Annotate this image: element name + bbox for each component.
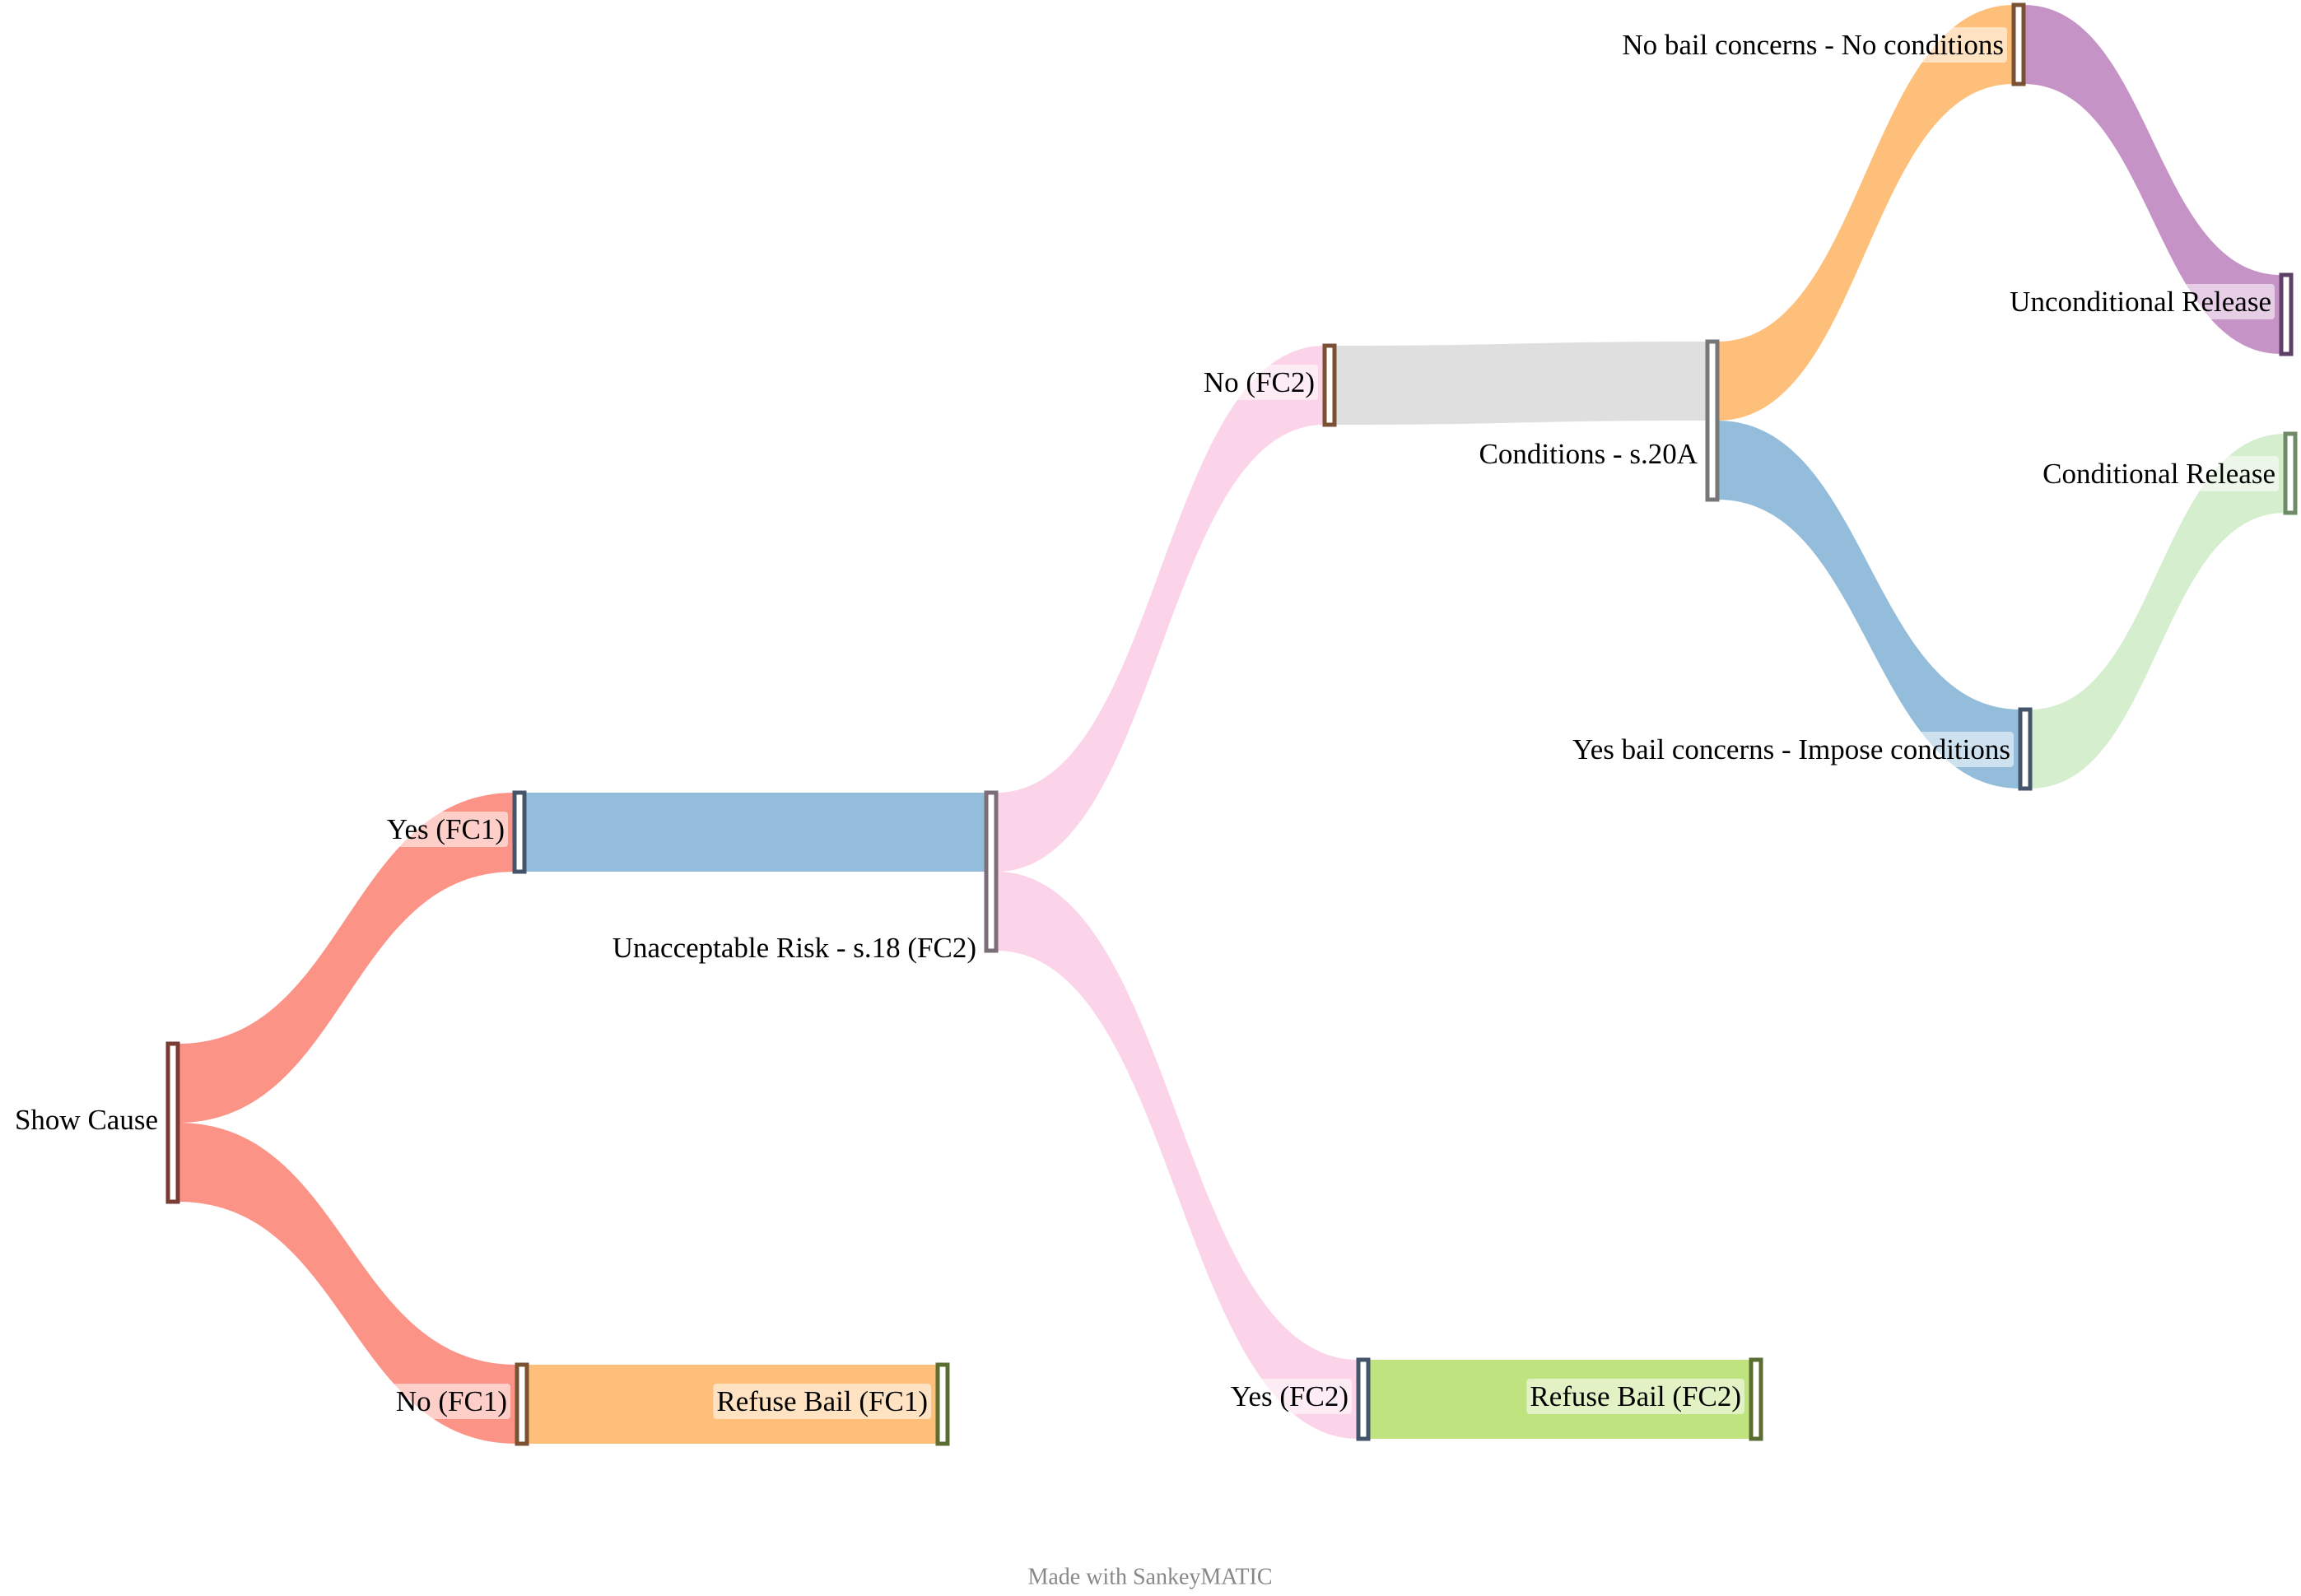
flow-no_bail-to-uncond: [2024, 5, 2281, 354]
node-bar-yes_fc1: [512, 790, 527, 874]
flow-conditions-to-no_bail: [1717, 5, 2014, 421]
node-refuse_fc1: [935, 1362, 950, 1446]
node-label-conditions: Conditions - s.20A: [1479, 438, 1698, 470]
node-cond: [2283, 431, 2298, 515]
node-bar-refuse_fc2: [1749, 1357, 1763, 1441]
node-label-yes_bail: Yes bail concerns - Impose conditions: [1572, 733, 2010, 765]
node-label-bg-refuse_fc1: [713, 1384, 931, 1420]
flow-yes_fc1-to-unacceptable: [524, 793, 986, 872]
node-bar-uncond: [2279, 272, 2294, 356]
node-bar-cond: [2283, 431, 2298, 515]
node-no_bail: [2011, 2, 2026, 86]
flows-layer: [178, 5, 2285, 1444]
node-label-bg-no_fc2: [1199, 365, 1318, 401]
nodes-layer: [165, 2, 2298, 1446]
node-bar-no_fc2: [1322, 343, 1337, 427]
node-no_fc1: [515, 1362, 529, 1446]
node-no_fc2: [1322, 343, 1337, 427]
node-label-uncond: Unconditional Release: [2010, 286, 2271, 318]
node-label-bg-yes_fc2: [1227, 1379, 1352, 1415]
node-label-bg-unacceptable: [608, 930, 980, 966]
flow-show_cause-to-no_fc1: [178, 1123, 517, 1444]
node-bar-yes_fc2: [1356, 1357, 1371, 1441]
labels-layer: Show Cause Yes (FC1) No (FC1) Refuse Bail (…: [11, 27, 2279, 1420]
node-label-show_cause: Show Cause: [15, 1104, 158, 1136]
node-bar-refuse_fc1: [935, 1362, 950, 1446]
node-yes_fc1: [512, 790, 527, 874]
node-label-yes_fc2: Yes (FC2): [1231, 1380, 1348, 1412]
flow-show_cause-to-yes_fc1: [178, 793, 515, 1123]
node-yes_fc2: [1356, 1357, 1371, 1441]
node-label-no_fc2: No (FC2): [1204, 366, 1315, 398]
node-label-no_bail: No bail concerns - No conditions: [1622, 29, 2004, 61]
node-uncond: [2279, 272, 2294, 356]
node-label-yes_fc1: Yes (FC1): [387, 813, 505, 845]
node-label-cond: Conditional Release: [2042, 458, 2275, 490]
node-label-refuse_fc1: Refuse Bail (FC1): [716, 1385, 928, 1417]
node-label-bg-yes_fc1: [383, 812, 508, 848]
node-yes_bail: [2018, 707, 2033, 791]
node-bar-show_cause: [165, 1041, 180, 1204]
node-label-bg-conditions: [1475, 436, 1702, 472]
node-label-bg-yes_bail: [1568, 732, 2014, 768]
node-bar-no_fc1: [515, 1362, 529, 1446]
flow-yes_bail-to-cond: [2030, 434, 2285, 789]
flow-no_fc2-to-conditions: [1334, 342, 1707, 425]
flow-unacceptable-to-yes_fc2: [996, 872, 1358, 1439]
node-label-bg-no_bail: [1619, 27, 2007, 63]
node-refuse_fc2: [1749, 1357, 1763, 1441]
node-unacceptable: [984, 790, 999, 953]
node-label-unacceptable: Unacceptable Risk - s.18 (FC2): [613, 932, 976, 964]
node-bar-unacceptable: [984, 790, 999, 953]
node-label-bg-cond: [2039, 456, 2279, 492]
flow-unacceptable-to-no_fc2: [996, 346, 1325, 872]
node-bar-conditions: [1705, 339, 1720, 502]
node-label-no_fc1: No (FC1): [396, 1385, 507, 1417]
node-show_cause: [165, 1041, 180, 1204]
credit-text: Made with SankeyMATIC: [1027, 1564, 1272, 1589]
node-label-bg-no_fc1: [392, 1384, 510, 1420]
node-label-bg-uncond: [2006, 284, 2275, 320]
node-label-refuse_fc2: Refuse Bail (FC2): [1530, 1380, 1741, 1412]
node-bar-yes_bail: [2018, 707, 2033, 791]
flow-conditions-to-yes_bail: [1717, 421, 2020, 789]
node-conditions: [1705, 339, 1720, 502]
node-bar-no_bail: [2011, 2, 2026, 86]
node-label-bg-show_cause: [11, 1102, 161, 1138]
node-label-bg-refuse_fc2: [1526, 1379, 1744, 1415]
